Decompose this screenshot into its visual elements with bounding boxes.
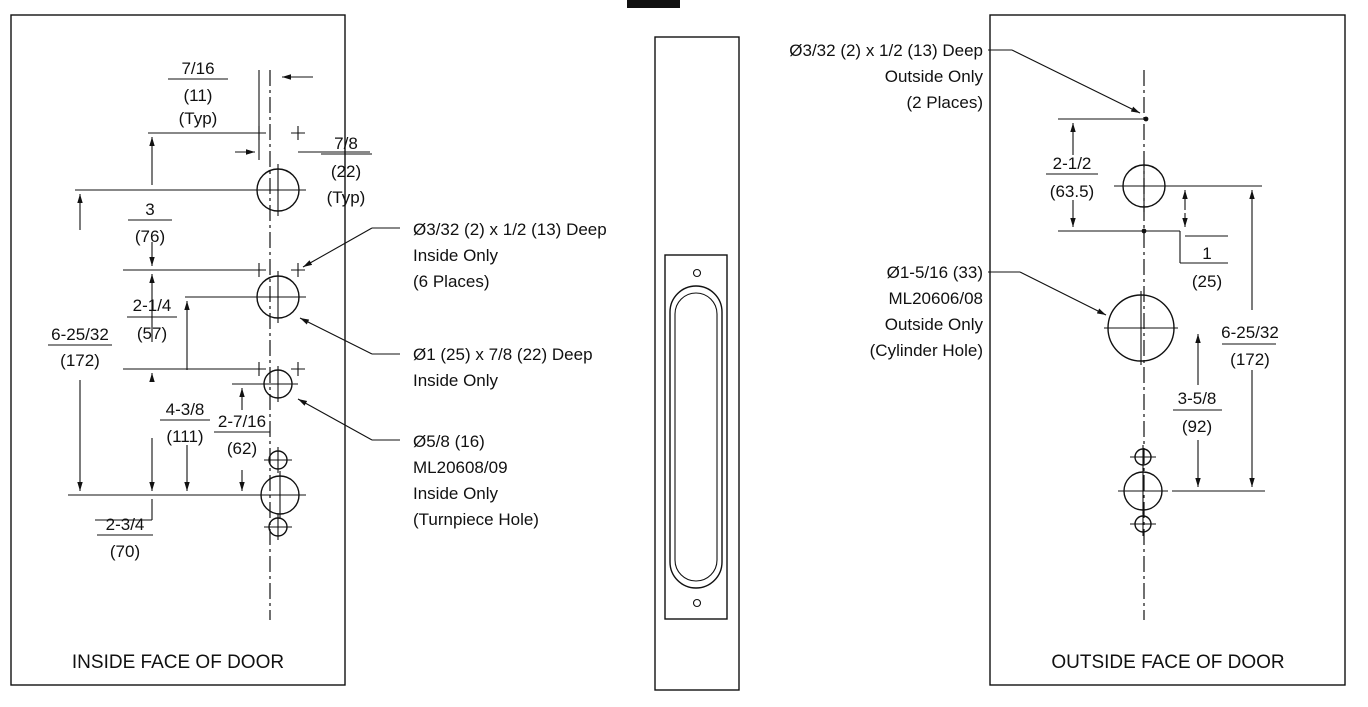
dim-4-3-8: 4-3/8 xyxy=(166,400,205,419)
note-pin-holes-line1: Ø3/32 (2) x 1/2 (13) Deep xyxy=(413,220,607,239)
faceplate-top-block xyxy=(627,0,680,8)
dim-2-1-2: 2-1/2 xyxy=(1053,154,1092,173)
dim-7-8-typ: (Typ) xyxy=(327,188,366,207)
dim-3-mm: (76) xyxy=(135,227,165,246)
outside-leaders xyxy=(988,49,1141,316)
faceplate-edge xyxy=(654,36,740,691)
dim-2-7-16-mm: (62) xyxy=(227,439,257,458)
dim-3-5-8-mm: (92) xyxy=(1182,417,1212,436)
inside-notes: Ø3/32 (2) x 1/2 (13) Deep Inside Only (6… xyxy=(413,220,607,529)
outside-notes: Ø3/32 (2) x 1/2 (13) Deep Outside Only (… xyxy=(789,41,983,360)
inside-dimension-lines xyxy=(48,70,372,536)
outside-dimension-texts: 2-1/2 (63.5) 1 (25) 6-25/32 (172) 3-5/8 … xyxy=(1050,154,1279,436)
note-pin-holes-line3: (6 Places) xyxy=(413,272,490,291)
dim-2-3-4: 2-3/4 xyxy=(106,515,145,534)
dim-2-7-16: 2-7/16 xyxy=(218,412,266,431)
faceplate xyxy=(627,0,740,691)
inside-dimension-texts: 7/16 (11) (Typ) 7/8 (22) (Typ) 3 (76) 2-… xyxy=(51,59,365,561)
dim-7-8: 7/8 xyxy=(334,134,358,153)
note-1in-hole-line1: Ø1 (25) x 7/8 (22) Deep xyxy=(413,345,593,364)
note-outside-pin-line3: (2 Places) xyxy=(906,93,983,112)
faceplate-slot-outer xyxy=(669,285,723,589)
inside-leaders xyxy=(297,227,400,441)
note-turnpiece-line1: Ø5/8 (16) xyxy=(413,432,485,451)
note-cylinder-line2: ML20606/08 xyxy=(888,289,983,308)
note-turnpiece-line4: (Turnpiece Hole) xyxy=(413,510,539,529)
dim-7-16-typ: (Typ) xyxy=(179,109,218,128)
dim-7-16-mm: (11) xyxy=(184,86,213,105)
dim-2-3-4-mm: (70) xyxy=(110,542,140,561)
inside-holes xyxy=(250,126,306,540)
dim-2-1-2-mm: (63.5) xyxy=(1050,182,1094,201)
dim-6-25-32-mm: (172) xyxy=(60,351,100,370)
outside-face-panel: 2-1/2 (63.5) 1 (25) 6-25/32 (172) 3-5/8 … xyxy=(789,14,1346,686)
note-cylinder-line3: Outside Only xyxy=(885,315,984,334)
inside-pin-marks xyxy=(252,126,305,376)
note-cylinder-line4: (Cylinder Hole) xyxy=(870,341,983,360)
outside-door-outline xyxy=(989,14,1346,686)
faceplate-plate xyxy=(664,254,728,620)
outside-face-caption: OUTSIDE FACE OF DOOR xyxy=(1051,652,1284,673)
note-cylinder-line1: Ø1-5/16 (33) xyxy=(887,263,983,282)
dim-outside-6-25-32: 6-25/32 xyxy=(1221,323,1279,342)
faceplate-slot-inner xyxy=(674,292,718,582)
inside-face-panel: 7/16 (11) (Typ) 7/8 (22) (Typ) 3 (76) 2-… xyxy=(10,14,607,686)
dim-7-8-mm: (22) xyxy=(331,162,361,181)
note-1in-hole-line2: Inside Only xyxy=(413,371,499,390)
dim-6-25-32: 6-25/32 xyxy=(51,325,109,344)
dim-2-1-4-mm: (57) xyxy=(137,324,167,343)
dim-1-mm: (25) xyxy=(1192,272,1222,291)
dim-4-3-8-mm: (111) xyxy=(166,427,203,446)
dim-3: 3 xyxy=(145,200,154,219)
note-outside-pin-line1: Ø3/32 (2) x 1/2 (13) Deep xyxy=(789,41,983,60)
note-outside-pin-line2: Outside Only xyxy=(885,67,984,86)
dim-outside-6-25-32-mm: (172) xyxy=(1230,350,1270,369)
note-turnpiece-line2: ML20608/09 xyxy=(413,458,508,477)
note-pin-holes-line2: Inside Only xyxy=(413,246,499,265)
dim-1: 1 xyxy=(1202,244,1211,263)
inside-face-caption: INSIDE FACE OF DOOR xyxy=(72,652,284,673)
outside-holes xyxy=(1104,116,1178,536)
inside-door-outline xyxy=(10,14,346,686)
outside-dimension-lines xyxy=(1046,118,1276,492)
note-turnpiece-line3: Inside Only xyxy=(413,484,499,503)
dim-7-16: 7/16 xyxy=(181,59,214,78)
dim-3-5-8: 3-5/8 xyxy=(1178,389,1217,408)
dim-2-1-4: 2-1/4 xyxy=(133,296,172,315)
faceplate-screw-bottom xyxy=(692,598,702,608)
faceplate-screw-top xyxy=(692,268,702,278)
